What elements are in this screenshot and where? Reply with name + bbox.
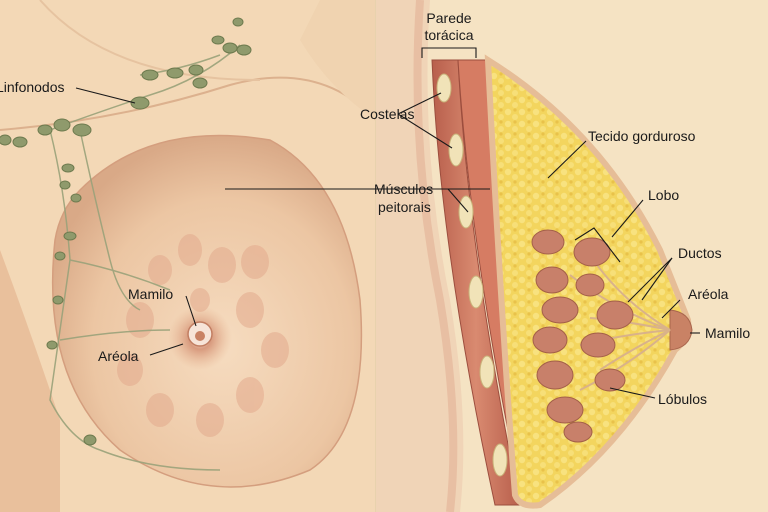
label-lobo: Lobo [648,187,679,203]
label-parede-line1: Parede [426,10,471,26]
label-parede-line2: torácica [424,27,473,43]
lobules [531,229,634,443]
label-costelas: Costelas [360,106,414,122]
label-areola-left: Aréola [98,348,139,364]
label-linfonodos: Linfonodos [0,79,65,95]
leader-lines [75,47,700,399]
label-musculos-line2: peitorais [378,199,431,215]
label-mamilo-right: Mamilo [705,325,750,341]
ribs [436,73,508,477]
nipple-section [669,309,693,351]
label-lobulos: Lóbulos [658,391,707,407]
label-ductos: Ductos [678,245,722,261]
label-areola-right: Aréola [688,286,729,302]
frontal-view [0,0,377,512]
lymph-nodes [0,17,252,446]
label-musculos-line1: Músculos [374,181,433,197]
label-mamilo-left: Mamilo [128,286,173,302]
labels: Linfonodos Mamilo Aréola Parede torácica… [0,10,750,407]
label-tecido-gorduroso: Tecido gorduroso [588,128,696,144]
